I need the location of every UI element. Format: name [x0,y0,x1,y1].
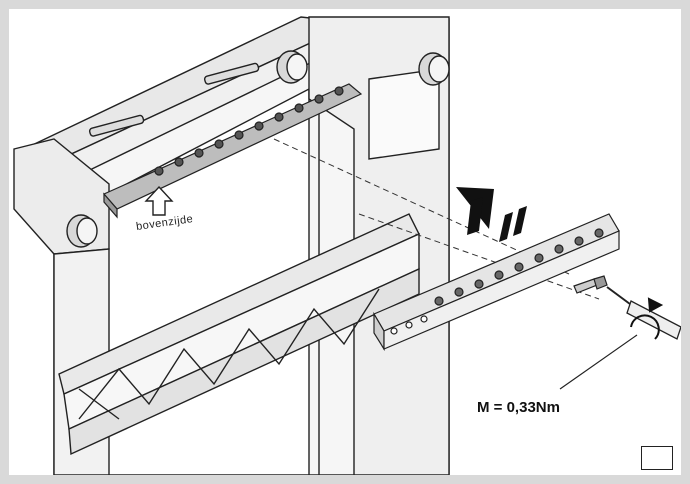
screwdriver-icon [606,286,681,340]
knob-mid [276,50,308,84]
torque-leader-line [559,334,638,390]
up-arrow-icon [144,185,174,216]
assembly-illustration [13,16,681,475]
loose-terminal-bar [373,213,620,352]
knob-right [418,52,450,86]
torque-label: M = 0,33Nm [477,399,560,416]
corner-box [641,446,673,470]
diagram-frame: bovenzijde M = 0,33Nm [9,9,681,475]
mounted-terminal-bar [103,83,363,219]
screw-icon [573,275,608,294]
knob-left [66,214,98,248]
rotation-arrow-icon [630,297,664,340]
front-rail [58,213,420,456]
insert-direction-arrow-icon [456,187,527,242]
